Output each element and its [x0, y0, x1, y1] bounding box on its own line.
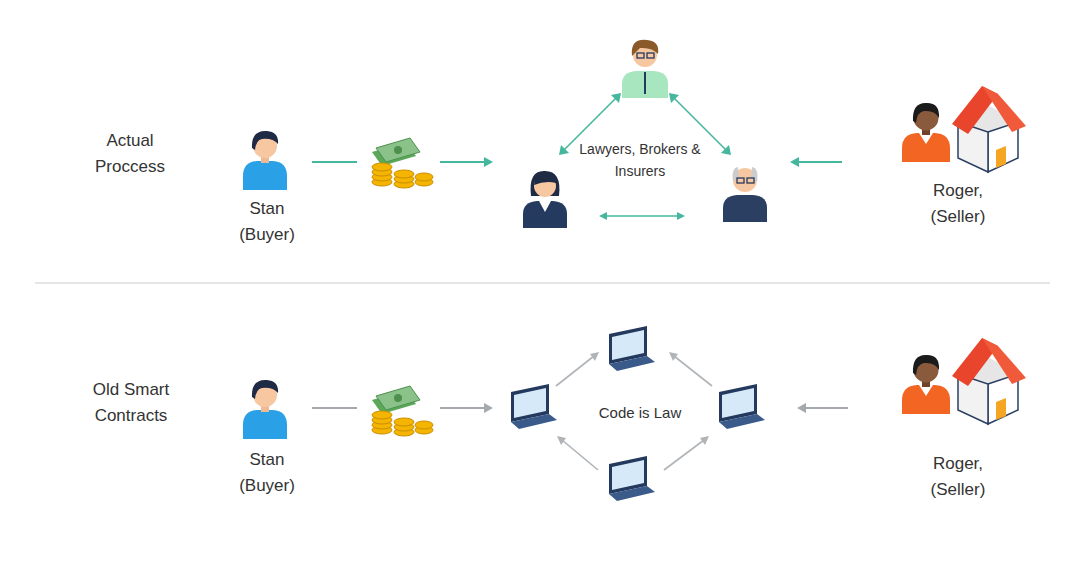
network-arrows-part [604, 215, 680, 217]
lawyer-figure [622, 40, 668, 98]
lawyer-figure-part [637, 53, 644, 58]
insurer-figure-part [747, 178, 754, 183]
house-icon [952, 86, 1026, 172]
arrow-line [312, 161, 485, 163]
code-network-node: Code is Law [495, 315, 785, 430]
broker-figure-part [523, 201, 567, 228]
broker-figure-part [534, 174, 556, 185]
flow-arrow [790, 157, 842, 167]
broker-figure-part [531, 171, 560, 196]
network-arrows-part [611, 93, 621, 103]
arrow-head [790, 157, 799, 167]
node-label: Roger, (Seller) [918, 178, 998, 231]
house-icon [952, 338, 1026, 424]
network-arrows-part [664, 440, 704, 470]
buyer-figure [243, 131, 287, 190]
node-label: Code is Law [599, 401, 682, 424]
money-icon [372, 386, 433, 436]
flow-arrow [312, 403, 493, 413]
laptop-icon [511, 384, 557, 429]
network-arrows-part [677, 212, 685, 220]
network-arrows [556, 352, 712, 470]
row-label: Actual Proccess [78, 128, 182, 181]
network-arrows-part [557, 436, 566, 445]
insurer-figure-part [733, 168, 757, 192]
network-arrows-part [590, 352, 599, 361]
network-arrows-part [556, 356, 594, 386]
arrow-head [484, 403, 493, 413]
laptop-icon [609, 456, 655, 501]
buyer-node: Stan (Buyer) [222, 128, 312, 255]
lawyer-figure-part [647, 53, 654, 58]
network-arrows-part [721, 145, 731, 155]
network-arrows-part [562, 440, 598, 470]
network-arrows-part [559, 145, 569, 155]
arrow-head [484, 157, 493, 167]
network-arrows [559, 93, 731, 220]
row-label: Old Smart Contracts [76, 377, 186, 430]
flow-arrow [797, 403, 848, 413]
network-arrows-part [669, 93, 679, 103]
divider-line [35, 282, 1050, 284]
insurer-figure [723, 167, 767, 222]
broker-figure [523, 171, 567, 228]
seller-figure [902, 355, 950, 414]
insurer-figure-part [737, 178, 744, 183]
seller-node: Roger, (Seller) [888, 85, 1028, 237]
arrow-line [798, 161, 842, 163]
node-label: Stan (Buyer) [227, 196, 307, 249]
broker-figure-part [539, 201, 551, 212]
node-label: Lawyers, Brokers & Insurers [570, 139, 710, 182]
buyer-figure [243, 380, 287, 439]
arrow-line [312, 407, 485, 409]
laptop-icon [719, 384, 765, 429]
seller-node: Roger, (Seller) [888, 338, 1028, 510]
network-arrows-part [674, 356, 712, 386]
buyer-node: Stan (Buyer) [222, 377, 312, 506]
laptop-icon [609, 326, 655, 371]
node-label: Stan (Buyer) [227, 447, 307, 500]
intermediaries-node: Lawyers, Brokers & Insurers [495, 30, 785, 188]
insurer-figure-part [723, 195, 767, 222]
lawyer-figure-part [644, 72, 646, 94]
network-arrows-part [669, 352, 678, 361]
node-label: Roger, (Seller) [918, 451, 998, 504]
money-icon [372, 138, 433, 188]
arrow-line [805, 407, 848, 409]
flow-arrow [312, 157, 493, 167]
network-arrows-part [700, 436, 709, 445]
insurer-figure-part [733, 167, 758, 182]
seller-figure [902, 103, 950, 162]
network-arrows-part [599, 212, 607, 220]
lawyer-figure-part [622, 71, 668, 98]
arrow-head [797, 403, 806, 413]
